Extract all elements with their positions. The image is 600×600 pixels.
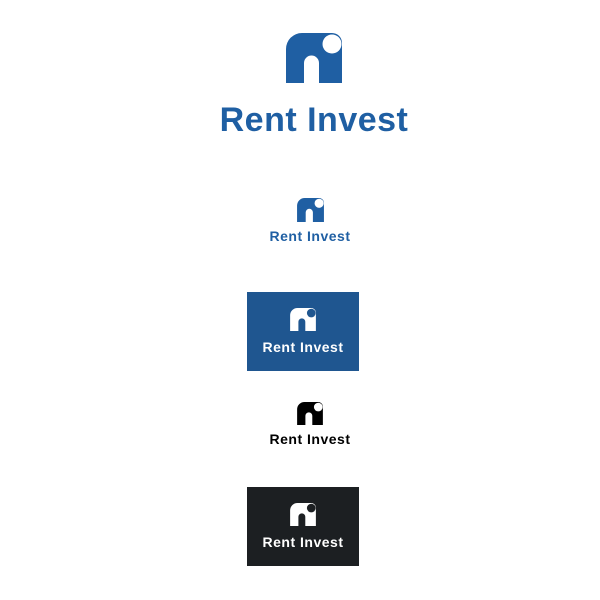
brand-name: Rent Invest (219, 101, 409, 139)
logo-reverse-dark: Rent Invest (247, 487, 359, 566)
logo-reverse-blue: Rent Invest (247, 292, 359, 371)
brand-name: Rent Invest (262, 534, 344, 550)
logo-mark-icon (290, 503, 316, 526)
logo-mark-icon (297, 402, 323, 425)
logo-mark-icon (297, 198, 324, 222)
brand-name: Rent Invest (262, 339, 344, 355)
logo-primary-large: Rent Invest (200, 33, 428, 140)
logo-mark-icon (286, 33, 342, 83)
brand-name: Rent Invest (269, 228, 351, 244)
logo-primary-small: Rent Invest (250, 198, 370, 244)
logo-black: Rent Invest (250, 402, 370, 447)
brand-name: Rent Invest (269, 431, 351, 447)
logo-mark-icon (290, 308, 316, 331)
